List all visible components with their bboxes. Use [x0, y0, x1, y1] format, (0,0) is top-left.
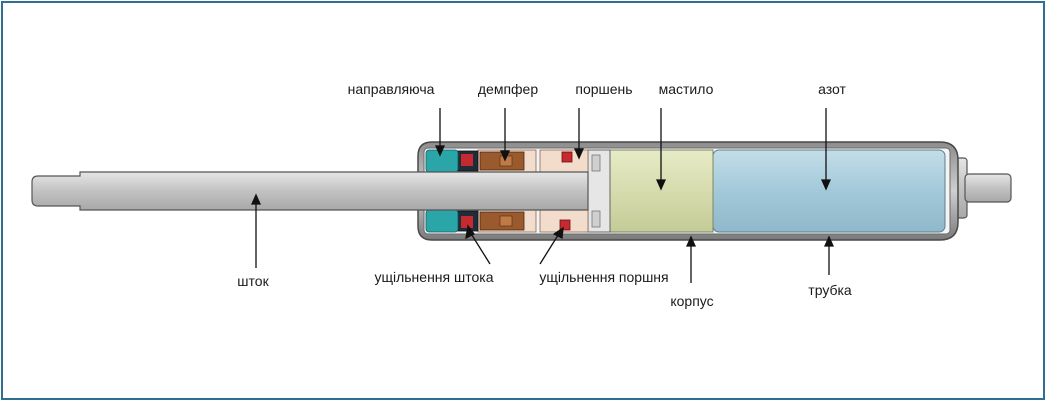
label-piston-seal: ущільнення поршня — [539, 269, 668, 285]
label-body: корпус — [670, 293, 713, 309]
rod-seal — [457, 150, 479, 232]
label-lubricant: мастило — [659, 81, 714, 97]
label-rod: шток — [237, 273, 269, 289]
label-piston: поршень — [575, 81, 632, 97]
piston — [539, 149, 611, 233]
label-rod-seal: ущільнення штока — [374, 269, 493, 285]
label-nitrogen: азот — [818, 81, 846, 97]
end-fitting — [954, 157, 1012, 219]
leader-lines — [250, 108, 835, 283]
piston-seal-top — [561, 151, 573, 163]
nitrogen-chamber — [712, 149, 946, 233]
piston-rod — [31, 171, 589, 211]
label-tube: трубка — [808, 282, 852, 298]
piston-seal-bottom — [559, 219, 571, 231]
label-guide: направляюча — [348, 81, 435, 97]
label-damper: демпфер — [478, 81, 538, 97]
